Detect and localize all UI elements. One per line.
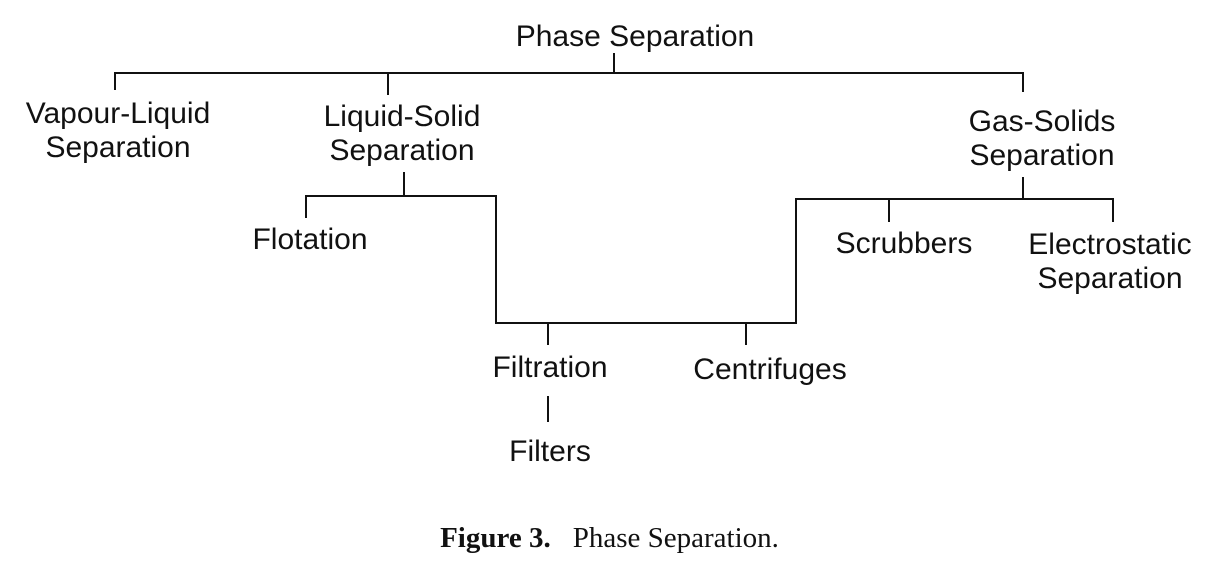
edge-liquid-solid-to-filtration <box>404 195 549 345</box>
node-label-line: Liquid-Solid <box>324 100 481 133</box>
edge-gas-solids-to-scrubbers <box>888 198 1023 222</box>
node-label-line: Separation <box>1037 262 1182 295</box>
node-label-line: Separation <box>45 131 190 164</box>
edge-liquid-solid-to-centrifuges <box>548 322 747 345</box>
node-label-line: Filtration <box>492 351 607 384</box>
edge-liquid-solid-to-flotation <box>305 172 405 218</box>
node-label-line: Flotation <box>252 223 367 256</box>
node-label-line: Electrostatic <box>1028 228 1191 261</box>
edge-root-to-liquid-solid <box>387 72 614 95</box>
node-label-line: Filters <box>509 435 591 468</box>
node-label-line: Vapour-Liquid <box>26 97 211 130</box>
node-scrubbers: Scrubbers <box>836 227 973 260</box>
node-label-line: Scrubbers <box>836 227 973 260</box>
node-filtration: Filtration <box>492 351 607 384</box>
edge-gas-solids-to-centrifuges <box>746 177 1024 324</box>
node-centrifuges: Centrifuges <box>693 353 846 386</box>
node-flotation: Flotation <box>252 223 367 256</box>
node-label-line: Phase Separation <box>516 20 755 53</box>
node-filters: Filters <box>509 435 591 468</box>
edge-root-to-vapour-liquid <box>114 53 615 90</box>
caption-text: Phase Separation. <box>572 522 779 554</box>
node-label-line: Gas-Solids <box>969 105 1116 138</box>
connector-lines <box>114 53 1114 422</box>
node-label-line: Separation <box>969 139 1114 172</box>
node-label-line: Separation <box>329 134 474 167</box>
edge-gas-solids-to-electrostatic <box>1023 198 1114 222</box>
figure-caption: Figure 3. Phase Separation. <box>0 522 1219 555</box>
node-label-line: Centrifuges <box>693 353 846 386</box>
caption-number: Figure 3. <box>440 522 551 554</box>
edge-root-to-gas-solids <box>614 72 1024 92</box>
node-root: Phase Separation <box>516 20 755 53</box>
